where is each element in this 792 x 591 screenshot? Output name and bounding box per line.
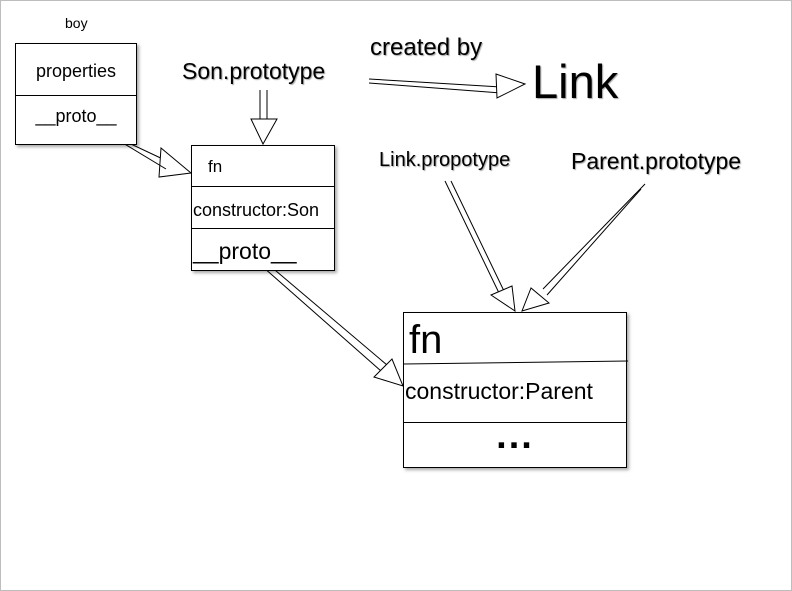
son-prototype-box: fn constructor:Son __proto__ [191, 145, 335, 271]
son-fn-field: fn [208, 157, 223, 176]
boy-label: boy [65, 15, 88, 31]
son-constructor-field: constructor:Son [193, 200, 320, 220]
parent-prototype-box: fn constructor:Parent ... [403, 312, 628, 468]
parent-box-divider-2 [404, 422, 626, 423]
arrow-link-propotype-to-parent-box [444, 180, 516, 313]
arrow-created-by-to-link [368, 73, 527, 99]
parent-more-ellipsis: ... [496, 415, 534, 457]
boy-proto-field: __proto__ [35, 106, 117, 126]
arrow-son-prototype-label-to-son-box [250, 90, 278, 146]
arrow-boy-proto-to-son-prototype [98, 128, 193, 178]
parent-box-divider-1 [404, 360, 628, 365]
boy-object-box: properties __proto__ [15, 43, 137, 145]
parent-constructor-field: constructor:Parent [405, 378, 593, 404]
parent-prototype-label: Parent.prototype [571, 148, 742, 174]
parent-fn-field: fn [409, 318, 443, 362]
son-box-divider-2 [192, 228, 334, 229]
arrow-parent-prototype-to-parent-box [521, 183, 646, 312]
created-by-label: created by [370, 34, 483, 61]
son-box-divider-1 [192, 186, 334, 187]
link-propotype-label: Link.propotype [379, 149, 511, 171]
boy-properties-field: properties [35, 61, 117, 81]
boy-box-divider [16, 95, 136, 96]
son-proto-field: __proto__ [193, 238, 297, 264]
link-label: Link [532, 55, 619, 108]
son-prototype-label: Son.prototype [182, 58, 326, 84]
arrow-son-proto-to-parent-prototype [262, 264, 404, 387]
